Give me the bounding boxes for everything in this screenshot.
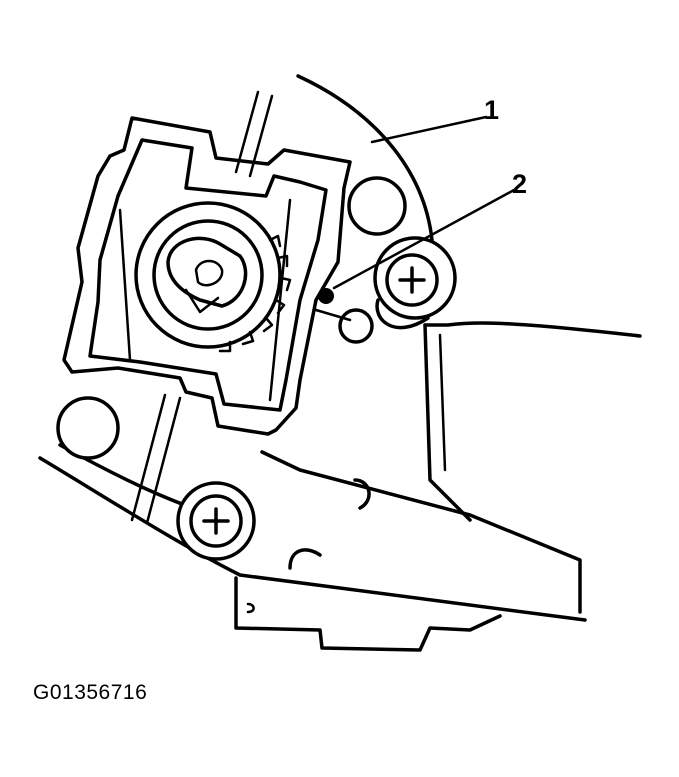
- pin-part-2: [314, 288, 352, 322]
- right-arm: [375, 298, 642, 522]
- sector-plate: [296, 74, 434, 242]
- gear-wheel: [134, 201, 292, 353]
- foot-plate: [234, 576, 502, 652]
- lever-arm: [38, 443, 587, 622]
- callout-2: 2: [512, 169, 528, 199]
- figure-id: G01356716: [33, 681, 148, 704]
- callout-1: 1: [484, 95, 500, 125]
- slider-rail-right: [268, 198, 292, 402]
- slider-rail-left: [118, 208, 132, 362]
- mounting-holes: [56, 176, 407, 460]
- leader-line-2: [332, 188, 516, 290]
- leader-line-1: [370, 115, 488, 144]
- bracket-housing: [62, 116, 352, 436]
- upper-screw-icon: [373, 236, 457, 320]
- lower-screw-icon: [176, 481, 256, 561]
- foot-mark: [246, 602, 255, 614]
- slider-frame: [88, 138, 328, 412]
